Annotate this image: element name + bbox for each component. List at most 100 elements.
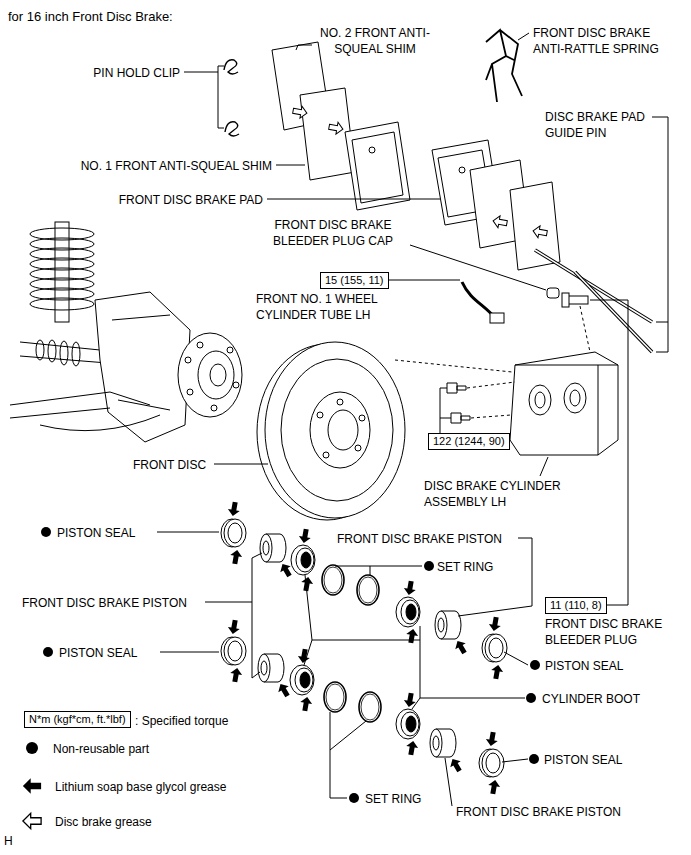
caliper-seals-pistons [396,597,420,627]
suspension-hub [10,222,242,442]
dashed-guide [395,306,590,418]
front-disc [323,452,329,458]
dashed-guide [395,306,590,418]
part-label: DISC BRAKE PAD GUIDE PIN [545,109,670,141]
pin-hold-clip [224,60,238,74]
suspension-hub [210,364,226,386]
leader-line [157,33,668,806]
caliper-seals-pistons [324,682,346,712]
legend-text: : Specified torque [135,713,228,729]
leader-line [504,652,528,665]
torque-value: 11 (110, 8) [550,599,602,612]
caliper-seals-pistons [260,534,286,562]
part-label: PISTON SEAL [544,752,622,768]
torque-box: 122 (1244, 90) [428,433,510,450]
part-label: NO. 1 FRONT ANTI-SQUEAL SHIM [81,158,272,174]
guide-pin [575,272,652,352]
part-label: FRONT DISC BRAKE PAD [119,192,263,208]
non-reusable-dot [530,660,540,670]
part-label: SET RING [437,559,493,575]
non-reusable-dot [529,754,539,764]
part-label: FRONT DISC BRAKE BLEEDER PLUG [545,616,675,648]
part-label: SET RING [365,791,421,807]
legend-sample [26,742,38,754]
part-label: FRONT DISC BRAKE PISTON [22,595,187,611]
leader-line [445,758,452,806]
caliper-parts [447,282,618,455]
leader-line [652,117,668,352]
legend-sample [23,742,41,829]
caliper-seals-pistons [482,634,507,662]
legend-sample [23,778,41,794]
grease-arrow [488,616,502,632]
leader-line [267,199,440,200]
anti-rattle-spring [486,30,522,102]
caliper-parts [547,288,559,298]
suspension-hub [36,340,44,360]
caliper-parts [529,385,551,415]
suspension-hub [198,351,234,399]
legend-text: Non-reusable part [53,741,149,757]
caliper-parts [564,383,586,413]
front-disc [337,399,343,405]
front-disc [265,342,405,518]
caliper-seals-pistons [359,692,381,722]
non-reusable-dot [424,561,434,571]
part-label: FRONT DISC BRAKE PISTON [456,804,621,820]
leader-line [160,652,219,653]
anti-rattle-spring [486,30,522,102]
front-disc [355,445,361,451]
suspension-hub [72,342,80,366]
leader-line [540,457,548,476]
front-disc [310,392,370,468]
suspension-hub [30,298,94,310]
suspension-hub [178,333,242,417]
caliper-parts [515,365,618,455]
grease-arrow [403,580,417,596]
leader-line [296,45,312,50]
caliper-seals-pistons [221,519,246,547]
suspension-hub [211,405,217,411]
grease-arrow [490,664,504,680]
pin-hold-clip [224,60,239,136]
caliper-seals-pistons [396,709,420,739]
caliper-parts [490,313,504,323]
leader-line [184,66,224,128]
disc-brake-grease-arrow [328,121,344,135]
leader-line [410,245,546,290]
torque-value: 15 (155, 11) [325,274,384,287]
suspension-hub [10,392,150,418]
non-reusable-dot [41,527,51,537]
disc-brake-grease-arrow [492,215,508,229]
torque-box: 11 (110, 8) [545,597,607,614]
pads-shims [369,147,375,153]
grease-arrow [227,501,241,517]
part-label: PISTON SEAL [57,525,135,541]
suspension-hub [185,357,191,363]
pads-shims [345,122,410,210]
front-disc [281,359,393,501]
caliper-seals-pistons [357,575,379,605]
suspension-hub [197,342,203,348]
torque-box: 15 (155, 11) [320,272,389,289]
suspension-hub [95,292,190,442]
caliper-seals-pistons [290,665,314,695]
suspension-hub [187,389,193,395]
caliper-seals-pistons [258,654,284,682]
leader-line [330,712,366,798]
front-disc [317,412,323,418]
legend-text: Lithium soap base glycol grease [55,779,226,795]
grease-arrow [277,561,294,579]
leader-line [502,759,528,762]
pin-hold-clip [225,122,239,136]
leader-line [205,553,262,678]
grease-arrow [229,549,243,565]
leader-line [157,532,219,533]
front-disc [359,415,365,421]
leader-line [590,300,628,605]
leader-line [214,464,268,465]
leader-line [304,575,525,709]
torque-unit-box: N*m (kgf*cm, ft.*lbf) [24,711,131,728]
disc-brake-grease-arrow [292,105,308,119]
grease-arrow [485,731,499,747]
